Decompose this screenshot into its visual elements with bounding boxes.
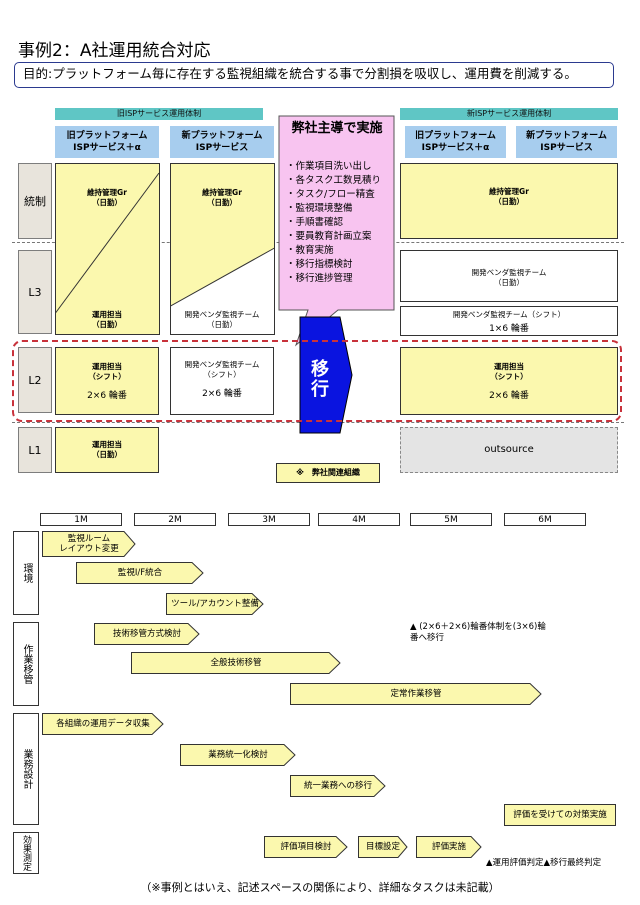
- old-a-l2-title: 運用担当 （シフト）: [88, 362, 126, 381]
- task-work-general: 全般技術移管: [210, 658, 262, 668]
- lead-item: ・監視環境整備: [286, 203, 353, 214]
- phase-work-transfer-label: 作業移管: [21, 644, 32, 684]
- milestone-bottom: ▲運用評価判定▲移行最終判定: [486, 858, 602, 868]
- task-eff-items: 評価項目検討: [280, 842, 332, 852]
- milestone-note: ▲ (2×6＋2×6)輪番体制を(3×6)輪 番へ移行: [410, 622, 546, 643]
- month-4: 4M: [318, 513, 400, 526]
- month-3: 3M: [228, 513, 310, 526]
- lead-item: ・移行進捗管理: [286, 273, 353, 284]
- month-6: 6M: [504, 513, 586, 526]
- lead-item: ・手順書確認: [286, 217, 344, 228]
- task-arrow: 各組織の運用データ収集: [42, 713, 164, 735]
- old-b-l3-text: 開発ベンダ監視チーム （日勤）: [184, 310, 260, 329]
- old-b-control-text: 維持管理Gr （日勤）: [202, 188, 242, 207]
- task-work-routine: 定常作業移管: [390, 689, 442, 699]
- lead-item: ・移行指標検討: [286, 259, 353, 270]
- row-label-l2: L2: [18, 347, 52, 413]
- task-env-monitor-if: 監視I/F統合: [117, 568, 163, 578]
- old-a-l1-text: 運用担当 （日勤）: [92, 440, 122, 459]
- new-l3-day-box: 開発ベンダ監視チーム （日勤）: [400, 250, 618, 302]
- new-l2-box: 運用担当 （シフト） 2×6 輪番: [400, 347, 618, 415]
- task-arrow: 全般技術移管: [131, 652, 341, 674]
- month-1: 1M: [40, 513, 122, 526]
- task-eff-evaluate: 評価実施: [431, 842, 466, 852]
- lead-items-list: ・作業項目洗い出し ・各タスク工数見積り ・タスク/フロー精査 ・監視環境整備 …: [286, 160, 394, 286]
- new-l3-day-text: 開発ベンダ監視チーム （日勤）: [471, 268, 547, 287]
- old-system-label: 旧ISPサービス運用体制: [55, 108, 263, 120]
- task-env-layout: 監視ルーム レイアウト変更: [59, 534, 119, 554]
- l2-highlight-outline: [12, 340, 622, 422]
- header-old-platform-b: 新プラットフォーム ISPサービス: [170, 126, 274, 158]
- old-a-l1-box: 運用担当 （日勤）: [55, 427, 159, 473]
- task-arrow: 評価実施: [416, 836, 482, 858]
- new-control-text: 維持管理Gr （日勤）: [489, 187, 529, 206]
- migration-arrow-label: 移 行: [311, 359, 329, 400]
- header-new-platform-b: 新プラットフォーム ISPサービス: [516, 126, 617, 158]
- old-a-l2-box: 運用担当 （シフト） 2×6 輪番: [55, 347, 159, 415]
- phase-work-transfer: 作業移管: [13, 622, 39, 706]
- row-label-control: 統制: [18, 163, 52, 239]
- old-b-l2-rota: 2×6 輪番: [202, 389, 242, 399]
- new-control-box: 維持管理Gr （日勤）: [400, 163, 618, 239]
- row-label-l3: L3: [18, 250, 52, 334]
- phase-business-design-label: 業務設計: [21, 749, 32, 789]
- lead-item: ・各タスク工数見積り: [286, 175, 382, 186]
- task-arrow: 監視I/F統合: [76, 562, 204, 584]
- old-b-l2-title: 開発ベンダ監視チーム （シフト）: [184, 360, 260, 379]
- task-arrow: 評価項目検討: [264, 836, 348, 858]
- old-a-control-text: 維持管理Gr （日勤）: [87, 188, 127, 207]
- new-l2-title: 運用担当 （シフト）: [490, 362, 528, 381]
- org-note: ※ 弊社関連組織: [276, 463, 380, 483]
- task-biz-migrate: 統一業務への移行: [303, 781, 372, 791]
- task-biz-data: 各組織の運用データ収集: [56, 719, 150, 729]
- new-l1-box: outsource: [400, 427, 618, 473]
- phase-environment-label: 環境: [21, 563, 32, 583]
- task-arrow: ツール/アカウント整備: [166, 593, 264, 615]
- task-arrow: 定常作業移管: [290, 683, 542, 705]
- task-arrow: 目標設定: [358, 836, 408, 858]
- task-arrow: 評価を受けての対策実施: [504, 804, 616, 826]
- month-2: 2M: [134, 513, 216, 526]
- old-b-l2-box: 開発ベンダ監視チーム （シフト） 2×6 輪番: [170, 347, 274, 415]
- new-l3-rota: 1×6 輪番: [489, 324, 529, 334]
- old-a-l3-text: 運用担当 （日勤）: [92, 310, 122, 329]
- page-title: 事例2：A社運用統合対応: [18, 41, 211, 61]
- month-5: 5M: [410, 513, 492, 526]
- phase-environment: 環境: [13, 531, 39, 615]
- new-l2-rota: 2×6 輪番: [489, 391, 529, 401]
- task-arrow: 技術移管方式検討: [94, 623, 200, 645]
- task-eff-target: 目標設定: [365, 842, 400, 852]
- old-a-l2-rota: 2×6 輪番: [87, 391, 127, 401]
- old-a-upper-diagram: [55, 163, 160, 335]
- old-b-upper-diagram: [170, 163, 275, 335]
- footer-note: （※事例とはいえ、記述スペースの関係により、詳細なタスクは未記載）: [140, 881, 500, 894]
- header-new-platform-a: 旧プラットフォーム ISPサービス＋α: [405, 126, 506, 158]
- migration-arrow-shape: [299, 316, 353, 434]
- new-l3-shift-text: 開発ベンダ監視チーム（シフト）: [452, 310, 566, 319]
- row-label-l1: L1: [18, 427, 52, 473]
- header-old-platform-a: 旧プラットフォーム ISPサービス＋α: [55, 126, 159, 158]
- lead-item: ・タスク/フロー精査: [286, 189, 375, 200]
- task-arrow: 監視ルーム レイアウト変更: [42, 531, 136, 557]
- new-system-label: 新ISPサービス運用体制: [400, 108, 618, 120]
- lead-item: ・教育実施: [286, 245, 334, 256]
- lead-title: 弊社主導で実施: [291, 121, 383, 136]
- task-biz-unify: 業務統一化検討: [208, 750, 268, 760]
- phase-business-design: 業務設計: [13, 713, 39, 825]
- purpose-box: 目的:プラットフォーム毎に存在する監視組織を統合する事で分割損を吸収し、運用費を…: [14, 62, 614, 88]
- phase-effect-measurement-label: 効果測定: [21, 835, 31, 871]
- lead-item: ・作業項目洗い出し: [286, 161, 372, 172]
- task-env-tools: ツール/アカウント整備: [171, 599, 259, 609]
- task-arrow: 統一業務への移行: [290, 775, 386, 797]
- new-l3-shift-box: 開発ベンダ監視チーム（シフト） 1×6 輪番: [400, 306, 618, 336]
- task-arrow: 業務統一化検討: [180, 744, 296, 766]
- lead-item: ・要員教育計画立案: [286, 231, 372, 242]
- phase-effect-measurement: 効果測定: [13, 832, 39, 874]
- task-biz-countermeasure: 評価を受けての対策実施: [513, 810, 607, 820]
- task-work-method: 技術移管方式検討: [112, 629, 181, 639]
